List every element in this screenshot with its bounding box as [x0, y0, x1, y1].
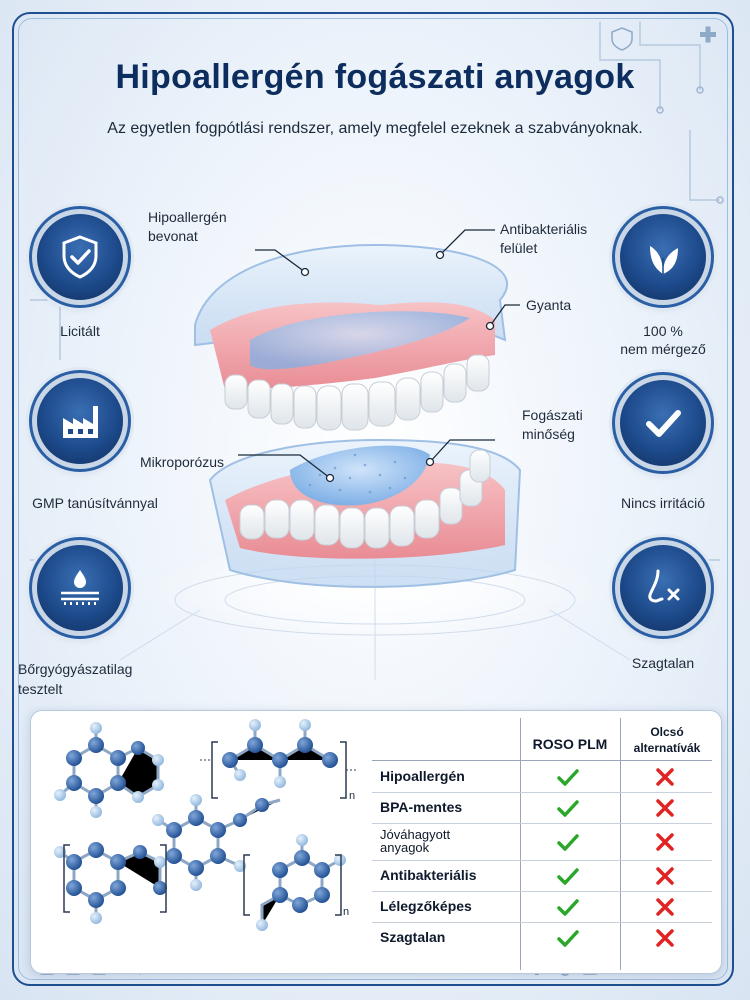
callout-anti-line1: Antibakteriális [500, 221, 588, 237]
table-row: Antibakteriális [372, 861, 712, 892]
check-icon [557, 834, 579, 851]
cross-icon [656, 867, 674, 885]
cross-icon [656, 833, 674, 851]
table-row: Hipoallergén [372, 762, 712, 793]
badge-label-gmp: GMP tanúsítvánnyal [32, 495, 158, 511]
badge-shield [37, 214, 123, 300]
header-separator [372, 760, 712, 761]
polymer-subscript-1: n [349, 790, 356, 802]
skin-layers-icon [61, 570, 99, 605]
callout-resin: Gyanta [526, 297, 572, 313]
table-row: Lélegzőképes [372, 892, 712, 923]
callout-hypo-line2: bevonat [148, 228, 198, 244]
small-cross-icon [700, 26, 716, 43]
callout-anti-line2: felület [500, 240, 538, 256]
badge-leaf [620, 214, 706, 300]
check-icon [557, 769, 579, 786]
callout-microporous: Mikroporózus [140, 454, 225, 470]
small-shield-icon [611, 27, 633, 51]
checkmark-icon [646, 410, 681, 437]
row-label-hypoallergenic: Hipoallergén [380, 768, 465, 784]
table-divider-2 [620, 718, 621, 970]
check-icon [557, 899, 579, 916]
table-row: Szagtalan [372, 923, 712, 953]
callout-quality-line2: minőség [522, 426, 575, 442]
callout-hypoallergenic-coating: Hipoallergén bevonat [148, 208, 227, 246]
row-label-odorless: Szagtalan [380, 929, 446, 945]
badge-label-dermatology-line2: tesztelt [18, 681, 63, 697]
badge-label-licitalt: Licitált [60, 323, 100, 339]
row-label-approved-line1: Jóváhagyott [380, 827, 451, 842]
column-header-brand: ROSO PLM [532, 736, 608, 752]
check-icon [557, 930, 579, 947]
row-label-antibacterial: Antibakteriális [380, 867, 477, 883]
column-header-alt-line2: alternatívák [633, 741, 701, 755]
nose-x-icon [648, 569, 680, 603]
factory-icon [63, 406, 98, 438]
row-label-breathable: Lélegzőképes [380, 898, 472, 914]
badge-check [620, 380, 706, 466]
badge-label-dermatology-line1: Bőrgyógyászatilag [18, 661, 133, 677]
callout-dental-quality: Fogászati minőség [522, 406, 583, 444]
badge-label-dermatology: Bőrgyógyászatilag tesztelt [18, 660, 158, 698]
badge-skin [37, 545, 123, 631]
row-label-approved-line2: anyagok [380, 840, 430, 855]
inner-frame [18, 18, 728, 980]
page-subtitle: Az egyetlen fogpótlási rendszer, amely m… [107, 120, 643, 137]
badge-label-nontoxic-line2: nem mérgező [620, 341, 706, 357]
cross-icon [656, 799, 674, 817]
cross-icon [656, 768, 674, 786]
badge-factory [37, 378, 123, 464]
row-label-approved: Jóváhagyott anyagok [380, 828, 450, 854]
check-icon [557, 868, 579, 885]
table-row: BPA-mentes [372, 793, 712, 824]
shield-check-icon [62, 235, 98, 279]
badge-label-no-irritation: Nincs irritáció [620, 495, 705, 511]
badge-nose [620, 545, 706, 631]
leaf-icon [650, 246, 678, 274]
column-header-alt-line1: Olcsó [650, 725, 684, 739]
polymer-subscript-2: n [343, 906, 350, 918]
table-divider-1 [520, 718, 521, 970]
check-icon [557, 800, 579, 817]
callout-hypo-line1: Hipoallergén [148, 209, 227, 225]
table-row: Jóváhagyott anyagok [372, 824, 712, 861]
cross-icon [656, 929, 674, 947]
badge-label-odorless: Szagtalan [631, 655, 695, 671]
page-title: Hipoallergén fogászati anyagok [115, 58, 635, 96]
row-label-bpa-free: BPA-mentes [380, 799, 463, 815]
badge-label-nontoxic-line1: 100 % [643, 323, 683, 339]
callout-antibacterial-surface: Antibakteriális felület [500, 220, 587, 258]
callout-quality-line1: Fogászati [522, 407, 583, 423]
cross-icon [656, 898, 674, 916]
badge-label-nontoxic: 100 % nem mérgező [600, 322, 726, 358]
column-header-alternatives: Olcsó alternatívák [622, 724, 712, 756]
outer-frame [12, 12, 734, 986]
